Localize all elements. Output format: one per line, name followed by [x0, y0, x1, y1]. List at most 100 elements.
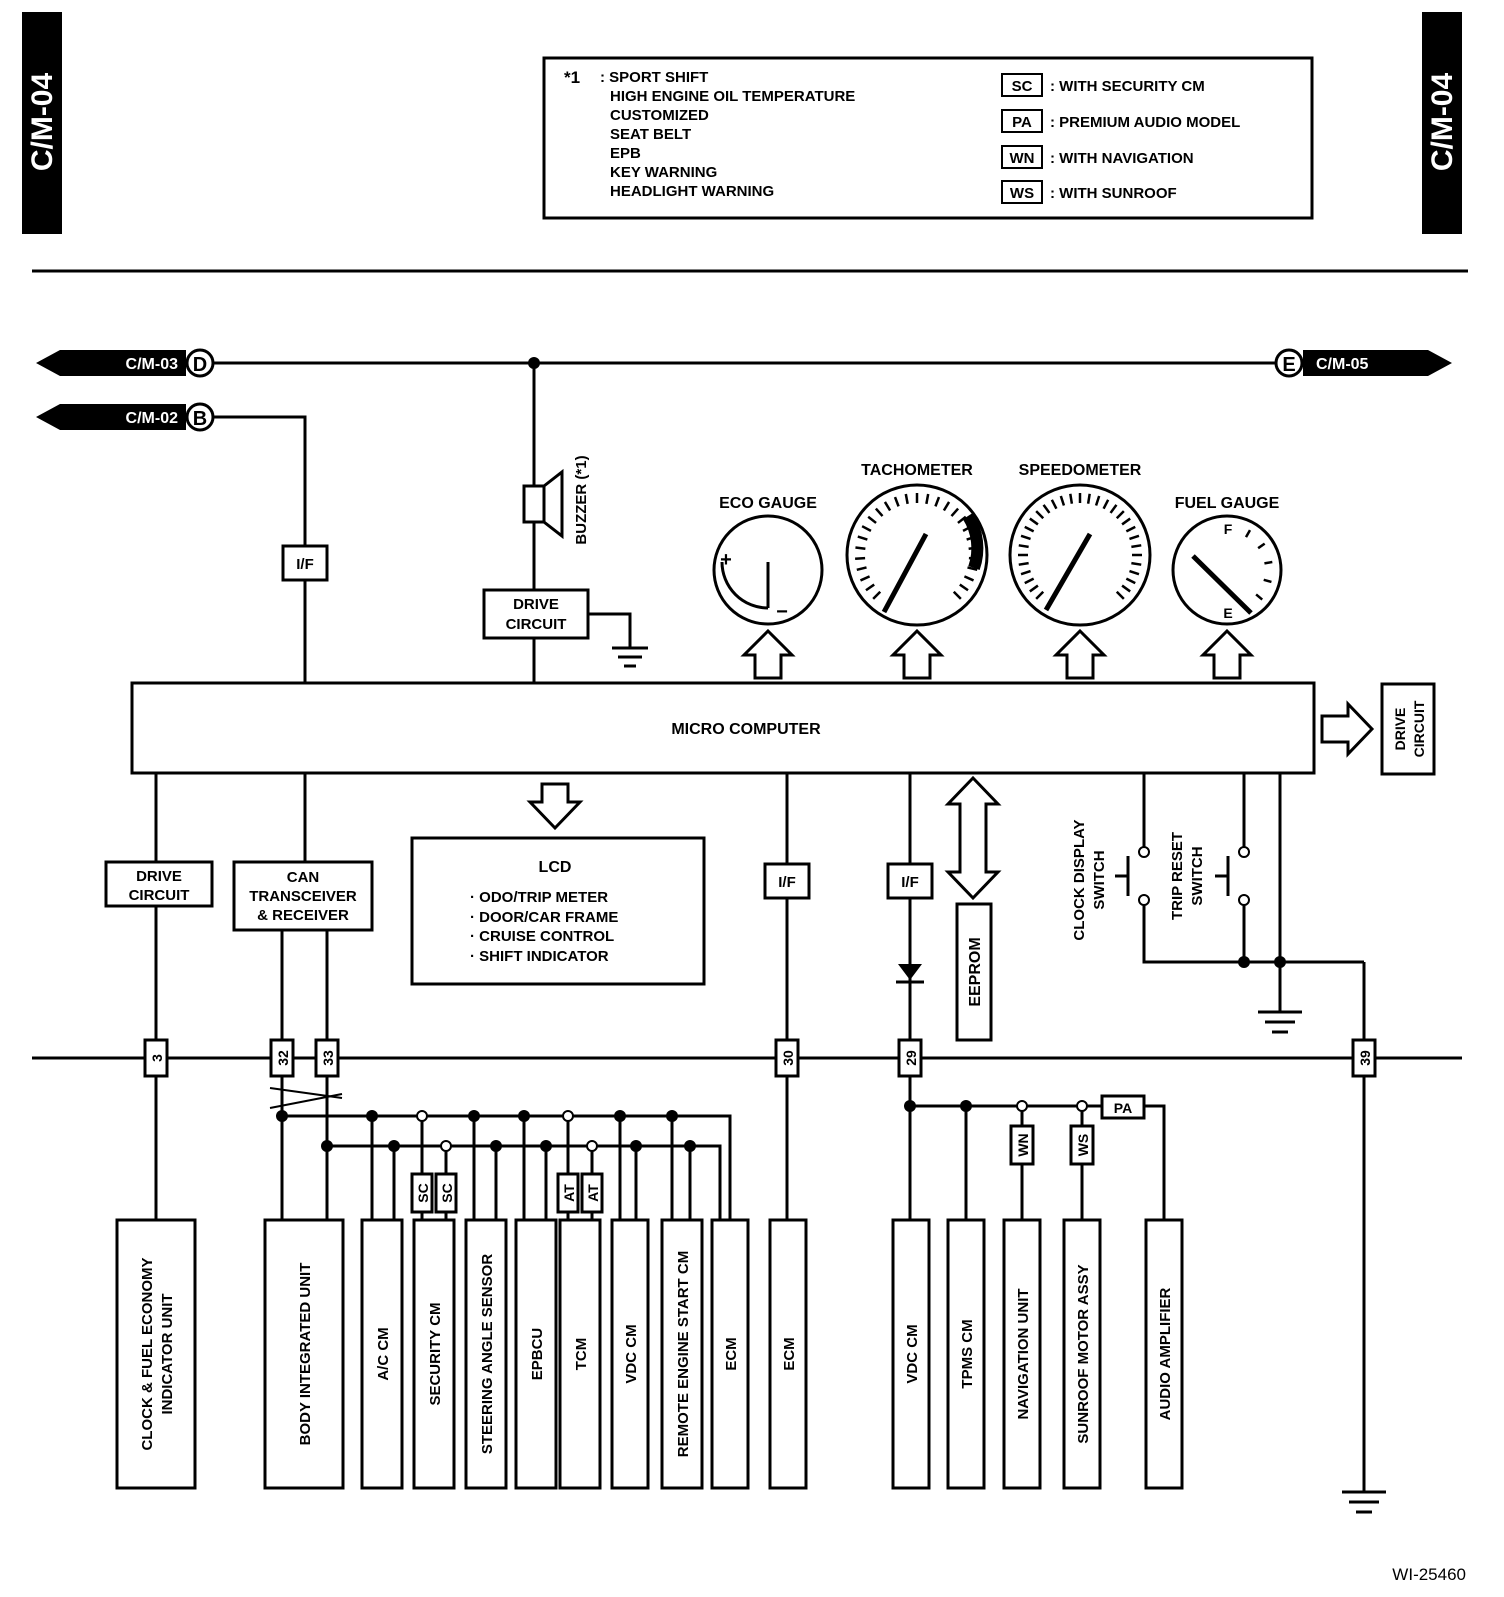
- lcd-item: · ODO/TRIP METER: [470, 889, 608, 906]
- gauge-tick: [1129, 569, 1140, 576]
- gauge-tick: [968, 546, 979, 550]
- switch-contact: [1138, 894, 1150, 906]
- pin-number: 3: [149, 1054, 165, 1062]
- can-label: & RECEIVER: [257, 907, 349, 924]
- option-tag-text: WN: [1015, 1133, 1031, 1156]
- gauge-tick: [893, 496, 900, 507]
- option-tag-text: WS: [1075, 1134, 1091, 1157]
- device-row: CLOCK & FUEL ECONOMY INDICATOR UNIT BODY…: [115, 1218, 1184, 1490]
- clock-switch-label: CLOCK DISPLAY: [1071, 819, 1088, 940]
- gauge-tick: [867, 515, 877, 524]
- connector-pin: 29: [897, 1038, 923, 1078]
- junction-dot: [321, 1140, 333, 1152]
- connector-cm05-label: C/M-05: [1316, 356, 1369, 373]
- legend-star-item: EPB: [610, 145, 641, 162]
- legend-code: SC: [1012, 78, 1033, 95]
- gauge-tick: [865, 583, 875, 592]
- gauge-eco-label: ECO GAUGE: [719, 495, 817, 512]
- connector-cm02-label: C/M-02: [126, 410, 179, 427]
- lcd-block: [410, 836, 706, 986]
- option-tag-text: PA: [1114, 1100, 1132, 1116]
- wire-drive-ground: [588, 612, 632, 648]
- buzzer-label: BUZZER (*1): [573, 455, 590, 544]
- arrow-up-icon: [740, 628, 796, 680]
- device-label: SUNROOF MOTOR ASSY: [1075, 1264, 1092, 1443]
- device-epbcu: [514, 1218, 558, 1490]
- junction-dot: [366, 1110, 378, 1122]
- optional-junction: [440, 1140, 452, 1152]
- device-label: TCM: [573, 1338, 590, 1371]
- optional-junction: [416, 1110, 428, 1122]
- gauge-tick: [1029, 584, 1039, 593]
- ground-icon: [1342, 1490, 1386, 1514]
- gauge-tick: [1115, 590, 1125, 600]
- gauge-fuel-label: FUEL GAUGE: [1175, 495, 1280, 512]
- gauge-tick: [957, 515, 967, 524]
- junction-dot: [614, 1110, 626, 1122]
- legend-code-box: [1001, 73, 1043, 97]
- option-tag-at: AT: [556, 1172, 580, 1214]
- legend-code-desc: : WITH SECURITY CM: [1050, 78, 1205, 95]
- gauge-tick: [904, 493, 909, 505]
- eco-gauge-minus: −: [776, 601, 788, 623]
- device-label: NAVIGATION UNIT: [1015, 1288, 1032, 1419]
- gauge-tick: [856, 566, 867, 572]
- junction-dot: [388, 1140, 400, 1152]
- device-label: AUDIO AMPLIFIER: [1157, 1287, 1174, 1420]
- device-tcm: [558, 1218, 602, 1490]
- gauge-tick: [1020, 534, 1031, 541]
- gauge-tick: [1069, 493, 1074, 504]
- gauge-tach-label: TACHOMETER: [861, 462, 973, 479]
- legend-code-box: [1001, 180, 1043, 204]
- device-label: REMOTE ENGINE START CM: [675, 1251, 692, 1457]
- gauge-tick: [967, 566, 978, 572]
- junction-dot: [684, 1140, 696, 1152]
- interface-box: [763, 862, 811, 900]
- arrow-up-icon: [1199, 628, 1255, 680]
- connector-pin: 33: [314, 1038, 340, 1078]
- junction-dot: [1238, 956, 1250, 968]
- junction-dot: [666, 1110, 678, 1122]
- gauge-tick: [1050, 499, 1058, 510]
- switch-contact: [1238, 894, 1250, 906]
- gauge-tick: [1018, 561, 1029, 566]
- legend-code: WN: [1010, 150, 1035, 167]
- lcd-title: LCD: [539, 859, 572, 876]
- connector-cm03-letter: D: [193, 354, 207, 376]
- gauge-tick: [1024, 577, 1035, 585]
- device-vdc-cm: [610, 1218, 650, 1490]
- interface-box: [886, 862, 934, 900]
- connector-cm05: E C/M-05: [1274, 348, 1452, 378]
- diode-icon: [896, 964, 924, 984]
- left-page-tab: C/M-04: [22, 12, 62, 234]
- legend-code-box: [1001, 145, 1043, 169]
- junction-dot: [1274, 956, 1286, 968]
- twisted-pair-icon: [269, 1087, 343, 1109]
- device-body-integrated-unit: [263, 1218, 345, 1490]
- option-tag-text: SC: [439, 1183, 455, 1202]
- clock-switch-label: SWITCH: [1091, 850, 1108, 909]
- clock-drive-circuit-label: CIRCUIT: [129, 887, 190, 904]
- gauge-tick: [874, 507, 884, 517]
- trip-switch-label: SWITCH: [1189, 846, 1206, 905]
- ground-icon: [612, 646, 648, 668]
- optional-junction: [586, 1140, 598, 1152]
- gauge-tick: [1029, 517, 1039, 526]
- device-label: INDICATOR UNIT: [159, 1293, 176, 1414]
- gauge-tick: [934, 496, 941, 507]
- device-clock-indicator: [115, 1218, 197, 1490]
- gauge-tick: [962, 525, 973, 532]
- fuel-gauge-icon: [1171, 514, 1283, 626]
- legend-code-desc: : WITH NAVIGATION: [1050, 150, 1194, 167]
- interface-label: I/F: [296, 556, 314, 573]
- gauge-tick: [952, 590, 962, 600]
- connector-pin: 30: [774, 1038, 800, 1078]
- gauge-tick: [1102, 499, 1110, 510]
- ground-icon: [1258, 1010, 1302, 1034]
- clock-drive-circuit-label: DRIVE: [136, 868, 182, 885]
- legend-star-item: HEADLIGHT WARNING: [610, 183, 774, 200]
- device-label: VDC CM: [904, 1324, 921, 1383]
- can-bus-low: [327, 1144, 722, 1220]
- pin-number: 30: [780, 1050, 796, 1066]
- device-label: VDC CM: [623, 1324, 640, 1383]
